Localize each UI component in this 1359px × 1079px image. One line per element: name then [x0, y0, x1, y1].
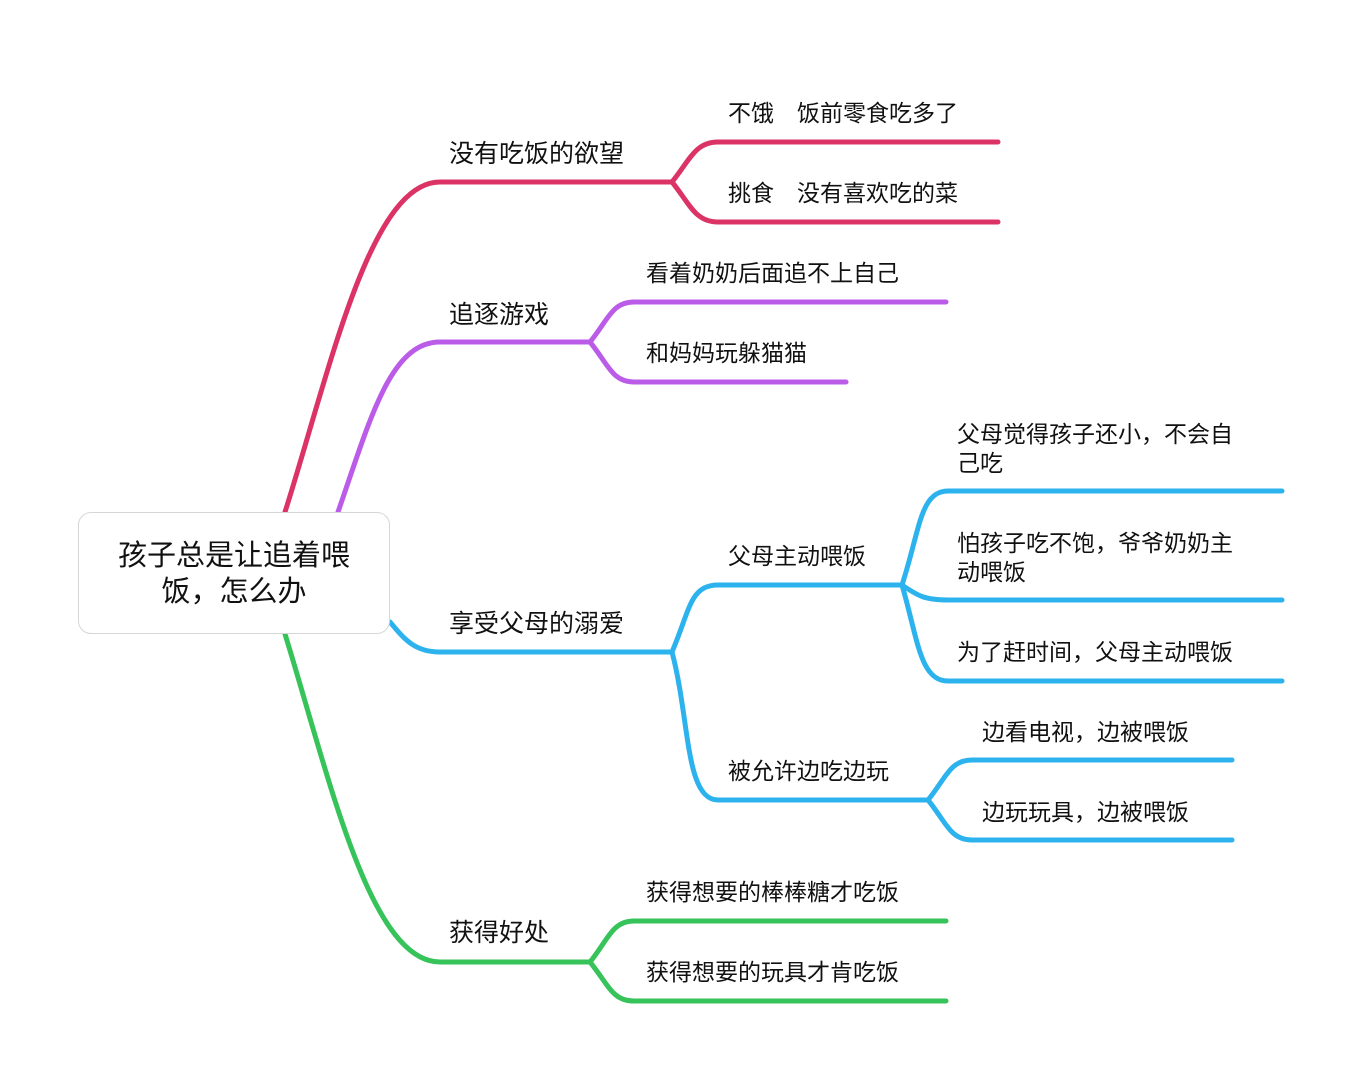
subtopic-grandma-chase[interactable]: 看着奶奶后面追不上自己 — [646, 261, 899, 287]
grandchild-line-3-2-1 — [925, 757, 1235, 803]
subtopic-picky[interactable]: 挑食 没有喜欢吃的菜 — [728, 181, 958, 207]
leaf-play-toys[interactable]: 边玩玩具，边被喂饭 — [982, 800, 1189, 826]
branch-line-4 — [282, 631, 593, 965]
subtopic-hide-and-seek[interactable]: 和妈妈玩躲猫猫 — [646, 341, 807, 367]
topic-chasing-game[interactable]: 追逐游戏 — [449, 300, 550, 329]
grandchild-line-3-2-2 — [925, 797, 1235, 843]
subtopic-toy[interactable]: 获得想要的玩具才肯吃饭 — [646, 960, 899, 986]
child-line-1-1 — [669, 139, 1001, 185]
branch-line-2 — [335, 339, 593, 515]
subtopic-lollipop[interactable]: 获得想要的棒棒糖才吃饭 — [646, 880, 899, 906]
leaf-watch-tv[interactable]: 边看电视，边被喂饭 — [982, 720, 1189, 746]
root-topic-line1: 孩子总是让追着喂 — [117, 538, 350, 572]
leaf-too-young-line1: 父母觉得孩子还小，不会自 — [957, 422, 1233, 448]
topic-parental-spoiling[interactable]: 享受父母的溺爱 — [449, 609, 625, 638]
leaf-too-young-line2: 己吃 — [957, 451, 1003, 477]
child-line-3-1 — [669, 582, 905, 655]
child-line-1-2 — [669, 179, 1001, 225]
child-line-2-1 — [587, 299, 949, 345]
leaf-grandparents-feed-line2: 动喂饭 — [957, 560, 1026, 586]
child-line-4-1 — [587, 918, 949, 965]
leaf-save-time[interactable]: 为了赶时间，父母主动喂饭 — [957, 640, 1233, 666]
leaf-too-young[interactable]: 父母觉得孩子还小，不会自 己吃 — [957, 421, 1233, 479]
root-topic-line2: 饭，怎么办 — [161, 574, 307, 608]
grandchild-line-3-1-1 — [899, 488, 1285, 588]
subtopic-not-hungry[interactable]: 不饿 饭前零食吃多了 — [728, 101, 958, 127]
leaf-grandparents-feed[interactable]: 怕孩子吃不饱，爷爷奶奶主 动喂饭 — [957, 530, 1233, 588]
child-line-4-2 — [587, 959, 949, 1004]
branch-line-3 — [387, 619, 675, 655]
child-line-3-2 — [669, 649, 931, 803]
subtopic-play-while-eating[interactable]: 被允许边吃边玩 — [728, 759, 889, 785]
root-topic[interactable]: 孩子总是让追着喂 饭，怎么办 — [78, 512, 390, 634]
topic-get-rewards[interactable]: 获得好处 — [449, 918, 550, 947]
leaf-grandparents-feed-line1: 怕孩子吃不饱，爷爷奶奶主 — [957, 531, 1233, 557]
grandchild-line-3-1-2 — [899, 582, 1285, 603]
grandchild-line-3-1-3 — [899, 582, 1285, 684]
branch-line-1 — [282, 179, 675, 515]
subtopic-parents-feed[interactable]: 父母主动喂饭 — [728, 544, 866, 570]
child-line-2-2 — [587, 339, 849, 385]
topic-no-appetite[interactable]: 没有吃饭的欲望 — [449, 139, 625, 168]
